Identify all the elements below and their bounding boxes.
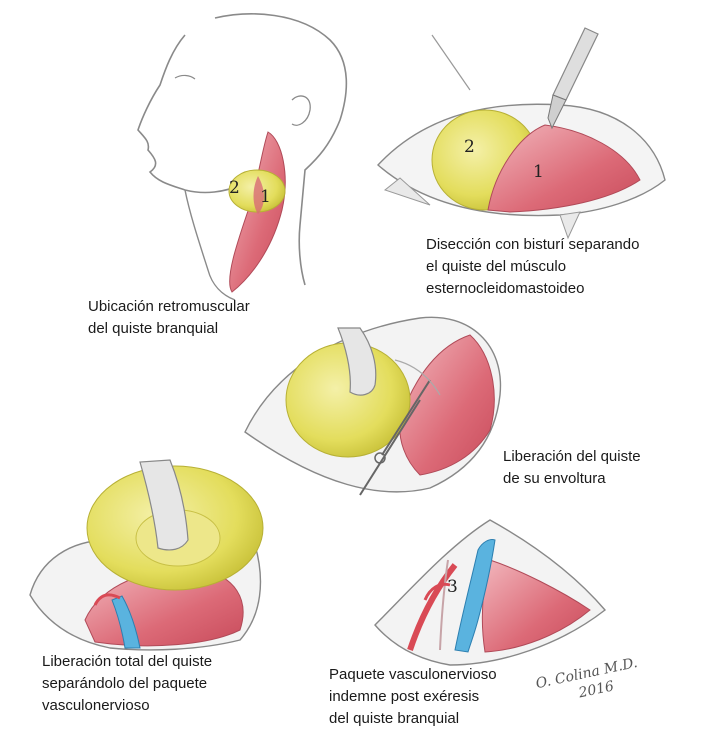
artist-signature: O. Colina M.D. 2016 — [534, 655, 639, 702]
jugular-vein — [111, 595, 141, 649]
scalpel-handle — [552, 27, 599, 101]
sternocleidomastoid-muscle — [399, 334, 495, 476]
label-1: 1 — [260, 187, 271, 207]
jugular-vein — [454, 539, 496, 653]
label-1: 1 — [533, 162, 544, 182]
sternocleidomastoid-muscle — [487, 124, 641, 213]
panel-cyst-release — [244, 316, 502, 496]
caption-scalpel-dissection: Disección con bisturí separando el quist… — [426, 236, 640, 297]
caption-cyst-release: Liberación del quiste de su envoltura — [503, 448, 641, 487]
caption-retromuscular-location: Ubicación retromuscular del quiste branq… — [88, 298, 250, 337]
vessel-branch — [93, 593, 121, 606]
skin-fold-right — [559, 211, 581, 240]
skin-fold-left — [383, 177, 431, 206]
scalpel-blade — [547, 94, 567, 130]
retractor — [431, 34, 471, 91]
vessel-branch — [423, 582, 451, 601]
finger-retractor — [139, 459, 189, 551]
panel-neurovascular-bundle: 3 — [374, 519, 607, 666]
neck-front-outline — [184, 189, 236, 301]
label-3: 3 — [447, 577, 458, 597]
caption-total-release: Liberación total del quiste separándolo … — [42, 653, 213, 714]
vagus-nerve — [439, 559, 449, 651]
caption-neurovascular-bundle: Paquete vasculonervioso indemne post exé… — [329, 666, 497, 727]
forceps-arm-2 — [359, 399, 421, 496]
eye-line — [174, 74, 196, 80]
ear-outline — [291, 95, 311, 126]
label-2: 2 — [229, 178, 240, 198]
forceps-arm-1 — [381, 379, 431, 456]
muscle-overlap — [253, 176, 264, 214]
sternocleidomastoid-muscle — [481, 559, 591, 653]
carotid-artery — [407, 563, 458, 651]
panel-scalpel-dissection: 2 1 — [376, 27, 666, 240]
envelope-tissue — [394, 359, 441, 396]
panel-head-profile: 2 1 — [137, 13, 348, 301]
label-2: 2 — [464, 137, 475, 157]
forceps-ring — [374, 452, 386, 464]
panel-total-release — [29, 459, 264, 651]
finger-retractor — [337, 327, 377, 396]
svg-text:2016: 2016 — [576, 678, 615, 701]
